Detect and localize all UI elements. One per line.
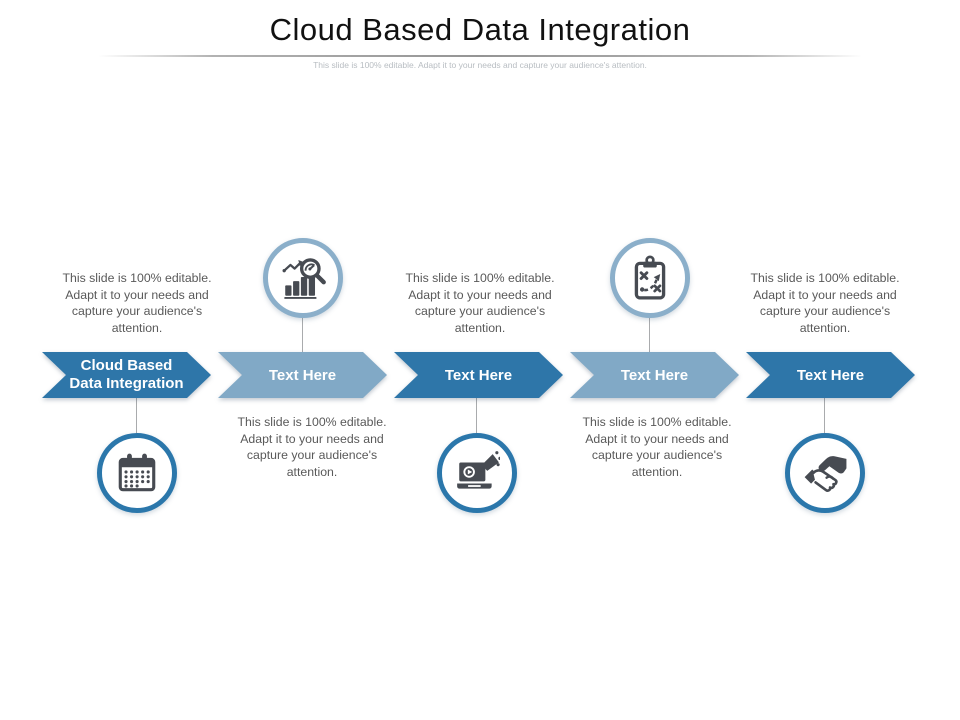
step4-description: This slide is 100% editable. Adapt it to… [582, 415, 732, 479]
step1-icon-circle [97, 433, 177, 513]
step1-arrow: Cloud Based Data Integration [42, 352, 211, 398]
step3-label: Text Here [444, 366, 513, 384]
step1-connector-line [136, 398, 138, 433]
step4-arrow: Text Here [570, 352, 739, 398]
step4-icon-circle [610, 238, 690, 318]
strategy-clipboard-icon [634, 255, 666, 300]
step5-icon-circle [785, 433, 865, 513]
step5-connector-line [824, 398, 826, 433]
slide-subtitle: This slide is 100% editable. Adapt it to… [313, 60, 647, 70]
analytics-search-icon [282, 258, 326, 299]
step5-arrow: Text Here [746, 352, 915, 398]
title-divider [98, 55, 862, 57]
step2-arrow: Text Here [218, 352, 387, 398]
step2-icon-circle [263, 238, 343, 318]
step5-label: Text Here [796, 366, 865, 384]
step2-label: Text Here [268, 366, 337, 384]
step2-description: This slide is 100% editable. Adapt it to… [237, 415, 387, 479]
handshake-icon [804, 456, 847, 492]
step4-label: Text Here [620, 366, 689, 384]
video-marketing-icon [457, 451, 500, 489]
step3-arrow: Text Here [394, 352, 563, 398]
step5-description: This slide is 100% editable. Adapt it to… [750, 271, 900, 335]
step4-connector-line [649, 317, 651, 352]
step3-icon-circle [437, 433, 517, 513]
step3-description: This slide is 100% editable. Adapt it to… [405, 271, 555, 335]
step3-connector-line [476, 398, 478, 433]
step1-label: Cloud Based Data Integration [69, 357, 184, 392]
step1-description: This slide is 100% editable. Adapt it to… [62, 271, 212, 335]
page-title: Cloud Based Data Integration [269, 12, 691, 47]
step2-connector-line [302, 317, 304, 352]
calendar-icon [118, 453, 156, 492]
process-arrow-band: Cloud Based Data Integration Text Here T… [42, 352, 915, 398]
